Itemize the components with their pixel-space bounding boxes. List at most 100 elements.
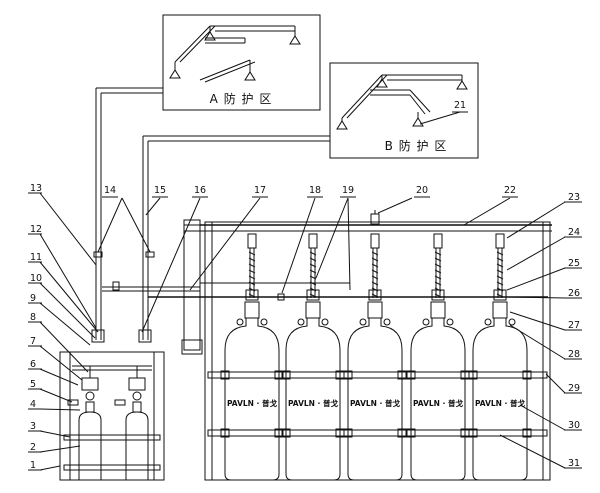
callout-19: 19 — [342, 185, 354, 196]
callout-27: 27 — [568, 320, 580, 331]
callout-9: 9 — [30, 293, 36, 304]
nozzle-icon — [456, 80, 468, 90]
main-cylinder-rack — [200, 210, 552, 481]
callout-18: 18 — [309, 185, 321, 196]
check-valve-icon — [277, 293, 285, 301]
nozzle-icon — [204, 31, 216, 41]
callout-24: 24 — [568, 227, 580, 238]
selector-valve-a-icon — [91, 329, 105, 343]
callout-10: 10 — [30, 273, 42, 284]
rack-upper-strap — [207, 371, 548, 379]
cylinder-body — [410, 317, 466, 481]
container-valve-icon — [247, 233, 257, 249]
storage-cylinder-2: PAVLN · 普戈 — [281, 233, 345, 481]
cylinder-brand-label: PAVLN · 普戈 — [227, 398, 278, 408]
callout-2: 2 — [30, 442, 36, 453]
container-valve-icon — [433, 233, 443, 249]
pressure-gauge-icon — [359, 318, 367, 326]
storage-cylinder-5: PAVLN · 普戈 — [468, 233, 532, 481]
zone-b-border — [329, 62, 479, 159]
actuator-icon — [493, 289, 507, 301]
nozzle-icon — [244, 71, 256, 81]
zone-a-nozzle-network — [169, 25, 301, 83]
pilot-cabinet-frame — [59, 351, 165, 481]
pressure-gauge-icon — [422, 318, 430, 326]
callout-14: 14 — [104, 185, 116, 196]
callout-29: 29 — [568, 383, 580, 394]
cylinder-body — [472, 317, 528, 481]
callout-11: 11 — [30, 252, 42, 263]
callout-16: 16 — [194, 185, 206, 196]
cylinder-body — [347, 317, 403, 481]
rack-lower-strap — [207, 429, 548, 437]
nozzle-icon — [289, 35, 301, 45]
manifold-riser — [183, 219, 201, 351]
callout-23: 23 — [568, 192, 580, 203]
storage-cylinder-1: PAVLN · 普戈 — [220, 233, 284, 481]
cylinder-brand-label: PAVLN · 普戈 — [350, 398, 401, 408]
pilot-cylinder-cabinet — [59, 329, 165, 481]
pressure-gauge-icon — [132, 391, 142, 401]
pressure-gauge-icon — [85, 391, 95, 401]
callout-7: 7 — [30, 336, 36, 347]
cylinder-brand-label: PAVLN · 普戈 — [288, 398, 339, 408]
callout-26: 26 — [568, 288, 580, 299]
cylinder-body — [224, 317, 280, 481]
callout-8: 8 — [30, 312, 36, 323]
callout-15: 15 — [154, 185, 166, 196]
cylinder-valve-icon — [492, 301, 508, 319]
solenoid-actuator-icon — [128, 377, 146, 391]
leader-lines — [39, 111, 566, 471]
callout-20: 20 — [416, 185, 428, 196]
protection-zone-b: B 防 护 区 — [329, 62, 479, 159]
callout-21: 21 — [454, 100, 466, 111]
safety-relief-valve — [370, 210, 380, 225]
callout-12: 12 — [30, 224, 42, 235]
cylinder-body — [285, 317, 341, 481]
cylinder-brand-label: PAVLN · 普戈 — [475, 398, 526, 408]
cylinder-valve-icon — [244, 301, 260, 319]
callout-13: 13 — [30, 183, 42, 194]
storage-cylinder-3: PAVLN · 普戈 — [343, 233, 407, 481]
pressure-gauge-icon — [297, 318, 305, 326]
callout-5: 5 — [30, 379, 36, 390]
nozzle-icon — [336, 120, 348, 130]
pressure-gauge-icon — [236, 318, 244, 326]
callout-30: 30 — [568, 420, 580, 431]
zone-a-border — [162, 14, 321, 111]
nozzle-icon — [169, 69, 181, 79]
callout-25: 25 — [568, 258, 580, 269]
callout-3: 3 — [30, 421, 36, 432]
container-valve-icon — [370, 233, 380, 249]
container-valve-icon — [495, 233, 505, 249]
solenoid-actuator-icon — [81, 377, 99, 391]
cylinder-valve-icon — [430, 301, 446, 319]
actuator-icon — [306, 289, 320, 301]
actuator-icon — [368, 289, 382, 301]
container-valve-icon — [308, 233, 318, 249]
nozzle-icon — [412, 117, 424, 127]
zone-b-label: B 防 护 区 — [385, 138, 448, 153]
nozzle-icon — [376, 78, 388, 88]
protection-zone-a: A 防 护 区 — [162, 14, 321, 111]
pilot-cabinet-strap — [63, 434, 161, 441]
callout-6: 6 — [30, 359, 36, 370]
actuator-icon — [431, 289, 445, 301]
storage-cylinders: PAVLN · 普戈 PAVLN · 普戈 PAVLN · 普戈 PAVLN · 普戈… — [220, 233, 532, 481]
pilot-cylinder-1 — [67, 377, 102, 481]
cylinder-valve-icon — [367, 301, 383, 319]
pressure-gauge-icon — [484, 318, 492, 326]
pilot-cabinet-strap — [63, 464, 161, 471]
callout-1: 1 — [30, 460, 36, 471]
callout-31: 31 — [568, 458, 580, 469]
callout-17: 17 — [254, 185, 266, 196]
zone-b-nozzle-network — [336, 74, 468, 130]
selector-check-valve-b-icon — [145, 251, 155, 258]
storage-cylinder-4: PAVLN · 普戈 — [406, 233, 470, 481]
cylinder-valve-icon — [305, 301, 321, 319]
selector-valve-b-icon — [138, 329, 152, 343]
callout-22: 22 — [504, 185, 516, 196]
